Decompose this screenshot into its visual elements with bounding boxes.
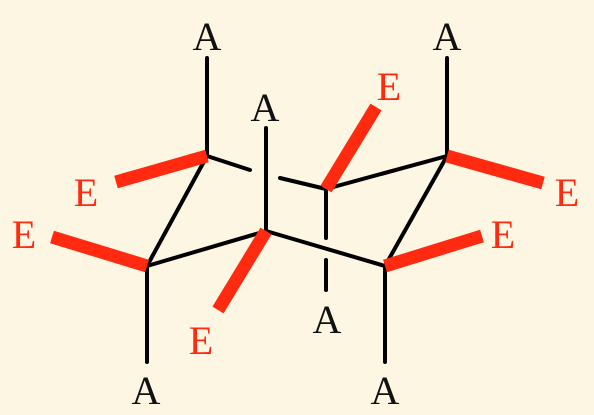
equatorial-label: E [377, 64, 401, 109]
ring-bond [145, 154, 209, 268]
equatorial-labels: E E E E E E [12, 64, 579, 363]
equatorial-label: E [189, 318, 213, 363]
equatorial-bond-right-upper [445, 149, 545, 190]
ring-bond-back-right [278, 176, 328, 191]
ring-bond [264, 229, 387, 268]
axial-label: A [433, 14, 462, 59]
axial-label: A [371, 368, 400, 413]
axial-label: A [251, 85, 280, 130]
ring-bonds [145, 154, 449, 268]
equatorial-bond-back [320, 103, 382, 193]
equatorial-label: E [491, 212, 515, 257]
equatorial-label: E [555, 170, 579, 215]
equatorial-bond-left [50, 230, 149, 273]
equatorial-bond-right-lower [383, 229, 484, 273]
equatorial-bonds [50, 103, 545, 314]
axial-label: A [313, 297, 342, 342]
axial-bonds [145, 56, 449, 364]
equatorial-bond-upper-left [114, 149, 209, 189]
equatorial-bond-center [212, 227, 272, 314]
ring-bond [145, 229, 268, 268]
ring-bond [383, 154, 449, 268]
axial-label: A [132, 368, 161, 413]
equatorial-label: E [74, 170, 98, 215]
ring-bond [324, 154, 449, 191]
ring-bond-back-left [205, 154, 252, 172]
axial-labels: A A A A A A [132, 14, 462, 413]
equatorial-label: E [12, 212, 36, 257]
axial-label: A [193, 14, 222, 59]
